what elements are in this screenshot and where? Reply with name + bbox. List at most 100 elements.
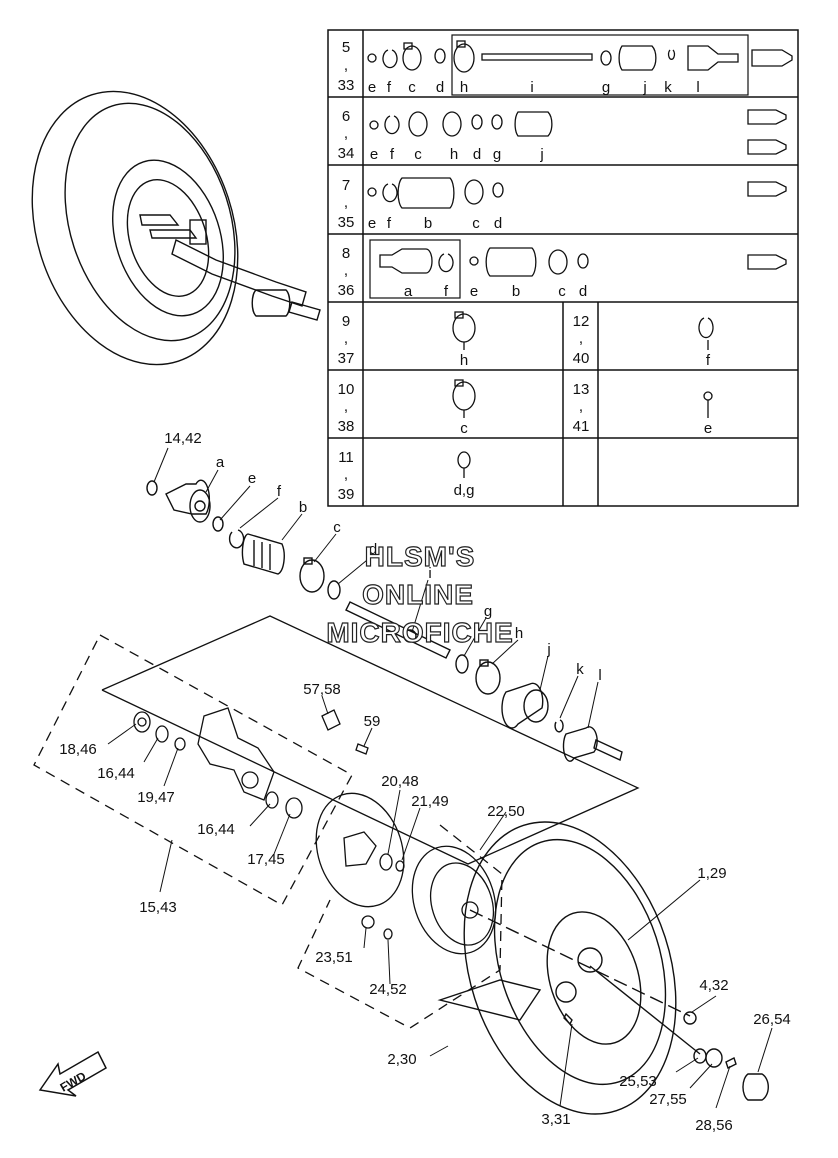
table-row-7-parts [367,177,787,209]
callout-c: c [333,519,341,536]
callout-h: h [515,625,523,642]
callout-labels: 14,42 a e f b c d i g h j k l 57,58 59 1… [59,430,791,1134]
table-row-ids: 5 , 33 6 , 34 7 , 35 8 , 36 9 , 37 10 , … [338,39,590,503]
table-row-9-13-labels: h f c e d,g [454,352,713,499]
svg-text:35: 35 [338,214,355,231]
svg-text:b: b [424,215,432,232]
svg-text:33: 33 [338,77,355,94]
svg-text:f: f [387,79,392,96]
callout-27-55: 27,55 [649,1091,687,1108]
svg-text:e: e [470,283,478,300]
svg-text:,: , [344,330,348,347]
table-row-5-parts [367,40,793,73]
svg-text:37: 37 [338,350,355,367]
fwd-arrow-icon: FWD [38,1050,107,1097]
callout-2-30: 2,30 [387,1051,416,1068]
callout-23-51: 23,51 [315,949,353,966]
table-row-5-labels: e f c d h i g j k l [368,79,700,96]
svg-text:38: 38 [338,418,355,435]
svg-text:,: , [579,330,583,347]
callout-a: a [216,454,225,471]
svg-text:,: , [344,194,348,211]
callout-f: f [277,483,282,500]
svg-text:39: 39 [338,486,355,503]
svg-text:,: , [344,57,348,74]
callout-15-43: 15,43 [139,899,177,916]
svg-text:,: , [344,262,348,279]
callout-b: b [299,499,307,516]
callout-57-58: 57,58 [303,681,341,698]
svg-text:d: d [494,215,502,232]
svg-text:e: e [370,146,378,163]
callout-19-47: 19,47 [137,789,175,806]
svg-text:c: c [472,215,480,232]
front-tire [437,821,769,1115]
svg-text:e: e [368,215,376,232]
svg-text:11: 11 [338,449,354,466]
callout-26-54: 26,54 [753,1011,791,1028]
svg-text:f: f [706,352,711,369]
wheel-overview-illustration [31,90,321,366]
svg-text:c: c [414,146,422,163]
svg-text:41: 41 [573,418,590,435]
svg-text:f: f [390,146,395,163]
callout-28-56: 28,56 [695,1117,733,1134]
callout-1-29: 1,29 [697,865,726,882]
svg-text:h: h [450,146,458,163]
svg-text:c: c [408,79,416,96]
svg-text:i: i [530,79,533,96]
hub-group [297,824,503,1029]
table-row-7-labels: e f b c d [368,215,502,232]
svg-text:c: c [460,420,468,437]
svg-text:d: d [436,79,444,96]
callout-i: i [428,565,431,582]
svg-text:c: c [558,283,566,300]
svg-text:h: h [460,79,468,96]
watermark-line2: ONLINE [362,579,474,610]
knuckle-group [33,634,369,906]
svg-text:g: g [602,79,610,96]
svg-text:k: k [664,79,672,96]
callout-24-52: 24,52 [369,981,407,998]
svg-text:b: b [512,283,520,300]
callout-l: l [598,667,601,684]
svg-text:f: f [444,283,449,300]
callout-3-31: 3,31 [541,1111,570,1128]
callout-22-50: 22,50 [487,803,525,820]
svg-text:h: h [460,352,468,369]
callout-16-44-a: 16,44 [97,765,135,782]
callout-j: j [546,641,550,658]
svg-text:,: , [344,398,348,415]
watermark: HLSM'S ONLINE MICROFICHE [326,540,514,648]
callout-25-53: 25,53 [619,1073,657,1090]
table-row-8-parts [379,247,787,277]
row-id-5: 5 [342,39,350,56]
svg-text:34: 34 [338,145,355,162]
callout-k: k [576,661,584,678]
svg-text:,: , [344,125,348,142]
svg-text:7: 7 [342,177,350,194]
svg-text:l: l [696,79,699,96]
svg-text:d: d [473,146,481,163]
brake-disc [315,792,405,908]
svg-text:e: e [368,79,376,96]
svg-text:6: 6 [342,108,350,125]
shaft-assembly-illustration [146,479,623,762]
callout-16-44-b: 16,44 [197,821,235,838]
svg-text:36: 36 [338,282,355,299]
callout-g: g [484,603,492,620]
svg-text:13: 13 [573,381,590,398]
table-row-6-labels: e f c h d g j [370,146,544,163]
shaft-outline [101,615,640,865]
table-row-8-labels: a f e b c d [404,283,587,300]
callout-21-49: 21,49 [411,793,449,810]
svg-text:j: j [642,79,646,96]
svg-text:a: a [404,283,413,300]
svg-text:j: j [539,146,543,163]
table-row-9-13-parts [452,311,714,478]
callout-18-46: 18,46 [59,741,97,758]
svg-text:d,g: d,g [454,482,475,499]
callout-59: 59 [364,713,381,730]
